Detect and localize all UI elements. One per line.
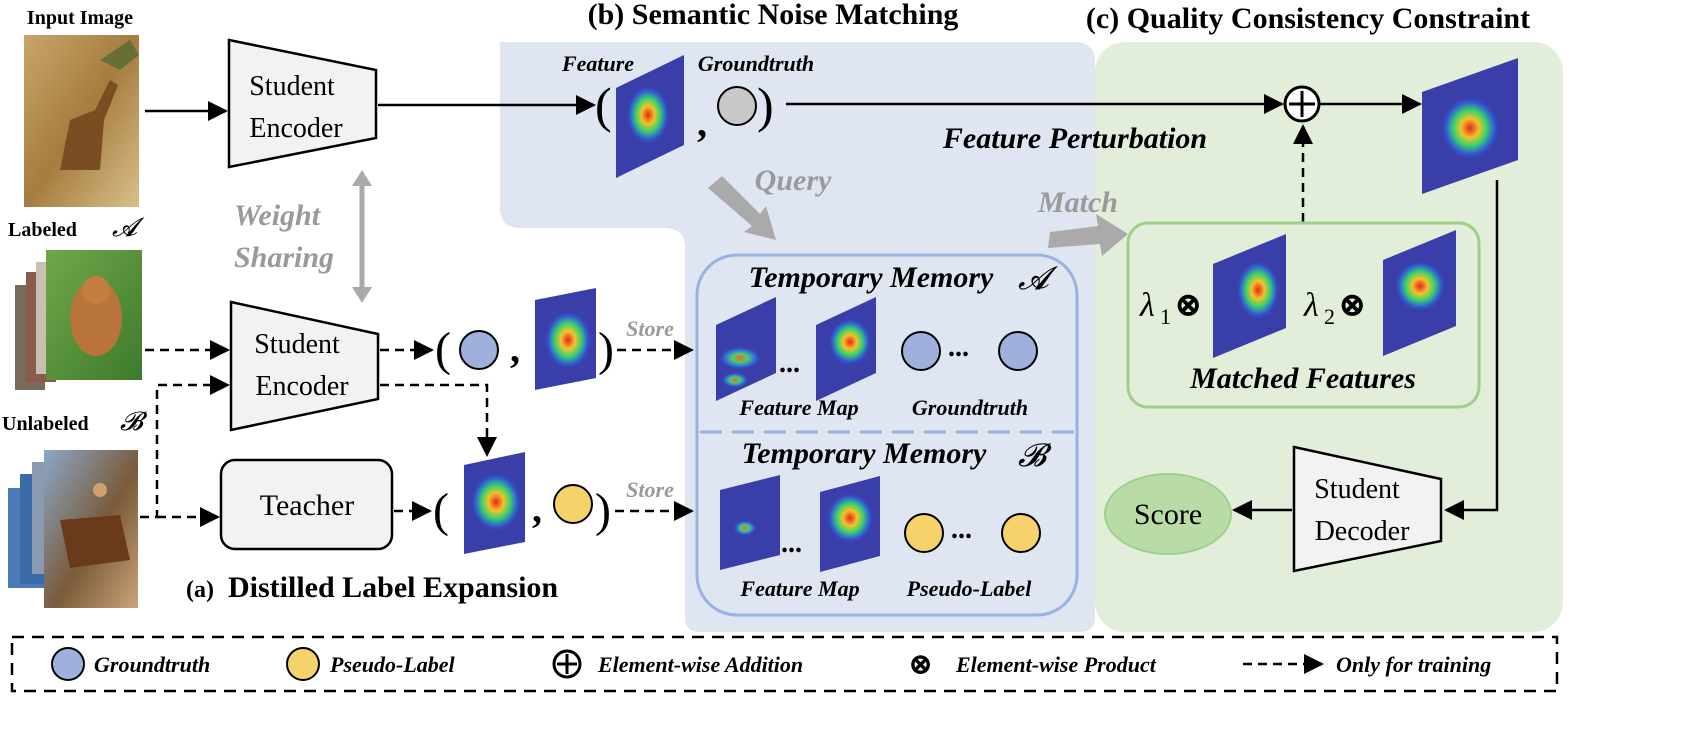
legend-pseudo-label: Pseudo-Label <box>329 652 456 677</box>
memory-b-pseudo-circle-2 <box>1001 513 1041 553</box>
lambda1-subscript: 1 <box>1160 304 1171 329</box>
tuple-groundtruth-label: Groundtruth <box>698 51 814 76</box>
matched-feature-map-1 <box>1213 234 1286 358</box>
student-encoder-top-line1: Student <box>249 71 335 102</box>
teacher-label: Teacher <box>260 489 354 522</box>
tuple-b-close: ) <box>595 484 611 537</box>
tuple-b-feature-map <box>464 452 525 554</box>
tuple-top-comma: , <box>697 100 707 145</box>
lambda2-symbol: λ <box>1303 287 1319 324</box>
student-encoder-bottom <box>229 300 380 432</box>
student-encoder-bottom-line2: Encoder <box>255 371 349 402</box>
legend-box <box>10 635 1559 693</box>
student-decoder-line2: Decoder <box>1315 516 1411 547</box>
score-ellipse <box>1104 473 1232 555</box>
unlabeled-label: Unlabeled <box>2 413 89 435</box>
section-c-title: (c) Quality Consistency Constraint <box>1086 2 1530 35</box>
matched-feature-map-2 <box>1383 230 1456 356</box>
store-b-label: Store <box>626 477 674 502</box>
memory-b-feature-map-label: Feature Map <box>739 576 859 601</box>
lambda2-subscript: 2 <box>1324 304 1335 329</box>
tuple-feature-label: Feature <box>561 51 634 76</box>
legend-otimes-icon: ⊗ <box>908 648 933 681</box>
memory-a-gt-circle-2 <box>998 331 1038 371</box>
teacher-block <box>219 458 394 551</box>
memory-a-groundtruth-label: Groundtruth <box>912 395 1028 420</box>
memory-b-feature-map-1 <box>720 475 780 570</box>
memory-b-feature-map-2 <box>820 476 880 572</box>
tuple-b-pseudo-circle <box>553 484 593 524</box>
tuple-a-close: ) <box>598 323 614 376</box>
store-a-label: Store <box>626 316 674 341</box>
section-a-label: (a) <box>186 577 214 603</box>
matched-features-title: Matched Features <box>1189 362 1416 395</box>
labeled-symbol: 𝓐 <box>112 213 145 242</box>
feature-perturbation-label: Feature Perturbation <box>942 122 1207 155</box>
tuple-a-groundtruth-circle <box>459 330 499 370</box>
student-encoder-bottom-line1: Student <box>254 329 340 360</box>
labeled-image-stack <box>15 250 142 390</box>
query-label: Query <box>755 164 832 197</box>
tuple-b-open: ( <box>433 484 449 537</box>
student-encoder-top-line2: Encoder <box>249 113 343 144</box>
section-a-title: Distilled Label Expansion <box>228 571 558 604</box>
tuple-top-open: ( <box>595 77 612 133</box>
temporary-memory-box <box>695 253 1079 617</box>
weight-sharing-arrowhead-up <box>352 170 372 186</box>
match-label: Match <box>1037 186 1118 219</box>
legend-groundtruth: Groundtruth <box>94 652 210 677</box>
tuple-a-comma: , <box>510 326 520 371</box>
legend-training: Only for training <box>1336 652 1491 677</box>
tuple-a-feature-map <box>535 288 596 390</box>
unlabeled-symbol: 𝓑 <box>120 407 148 436</box>
weight-sharing-line2: Sharing <box>234 241 334 274</box>
tuple-top-feature-map <box>616 55 684 178</box>
legend-groundtruth-circle <box>51 647 85 681</box>
otimes-2: ⊗ <box>1338 287 1367 324</box>
tuple-b-comma: , <box>532 486 542 531</box>
labeled-label: Labeled <box>8 219 77 241</box>
tuple-top-close: ) <box>757 77 774 133</box>
weight-sharing-line1: Weight <box>234 199 322 232</box>
perturbed-feature-map <box>1422 58 1518 194</box>
input-image-label: Input Image <box>27 7 133 29</box>
unlabeled-image-stack <box>8 450 138 608</box>
memory-b-title: Temporary Memory <box>742 437 987 470</box>
weight-sharing-arrowhead-down <box>352 287 372 303</box>
match-arrow <box>1048 214 1128 256</box>
tuple-top-gray-circle <box>717 86 757 126</box>
input-image-antelope <box>24 35 139 207</box>
legend-product: Element-wise Product <box>955 652 1157 677</box>
memory-a-gt-circle-1 <box>901 331 941 371</box>
student-encoder-top <box>227 38 378 169</box>
memory-b-dots-labels: ... <box>951 514 972 545</box>
student-decoder <box>1292 445 1443 573</box>
memory-a-feature-map-label: Feature Map <box>738 395 858 420</box>
section-b-title: (b) Semantic Noise Matching <box>588 0 959 31</box>
query-arrow <box>708 176 776 240</box>
memory-b-pseudo-circle-1 <box>904 513 944 553</box>
arrow-output-to-decoder <box>1444 180 1499 520</box>
memory-b-dots-maps: ... <box>781 528 802 559</box>
memory-a-dots-maps: ... <box>779 348 800 379</box>
legend-pseudo-circle <box>286 647 320 681</box>
score-label: Score <box>1134 498 1202 531</box>
lambda1-symbol: λ <box>1139 287 1155 324</box>
memory-a-feature-map-1 <box>716 297 776 401</box>
arrow-unlabeled-to-encoder <box>140 375 230 519</box>
legend-addition: Element-wise Addition <box>597 652 803 677</box>
memory-b-pseudo-label-label: Pseudo-Label <box>906 576 1033 601</box>
memory-a-dots-labels: ... <box>948 332 969 363</box>
student-decoder-line1: Student <box>1314 474 1400 505</box>
memory-a-title: Temporary Memory <box>749 261 994 294</box>
tuple-a-open: ( <box>435 323 451 376</box>
otimes-1: ⊗ <box>1174 287 1203 324</box>
arrow-encoder-to-tuple-b <box>380 383 497 457</box>
memory-a-feature-map-2 <box>816 297 876 401</box>
